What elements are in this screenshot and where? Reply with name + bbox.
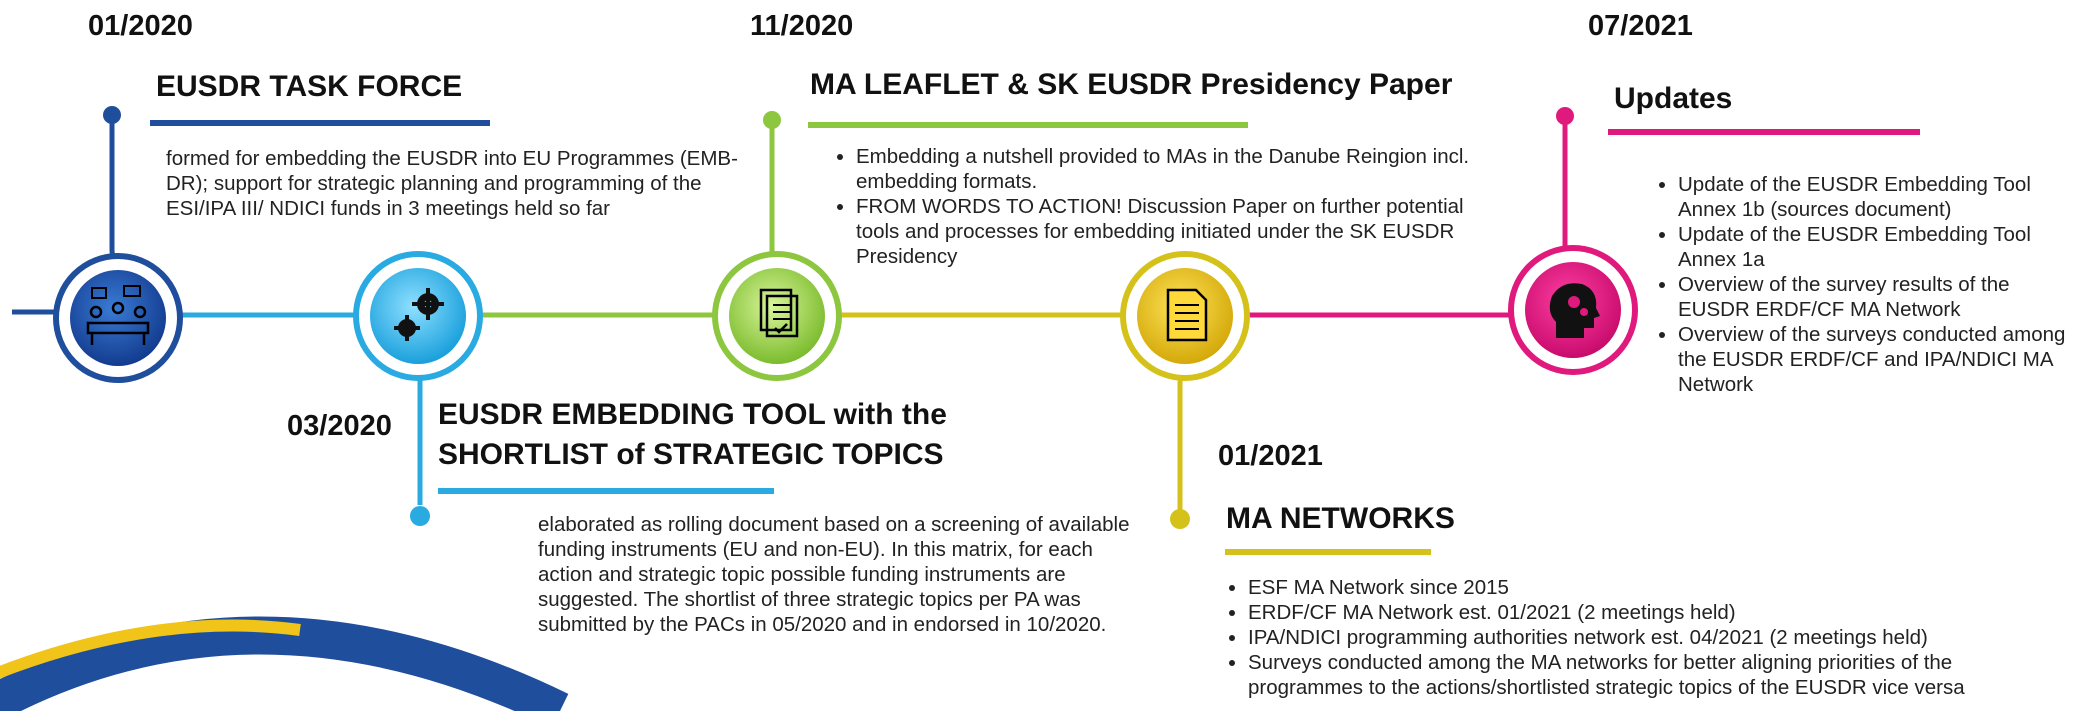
list-item: Overview of the surveys conducted among …	[1678, 322, 2078, 397]
milestone-bullet-list: Update of the EUSDR Embedding Tool Annex…	[1648, 172, 2078, 397]
milestone-title-line-2: SHORTLIST of STRATEGIC TOPICS	[438, 438, 944, 471]
milestone-text: formed for embedding the EUSDR into EU P…	[166, 147, 738, 220]
gears-icon	[353, 251, 483, 381]
milestone-title: MA NETWORKS	[1226, 502, 1455, 535]
date-label: 11/2020	[750, 10, 854, 42]
meeting-icon	[53, 253, 183, 383]
milestone-title-line-1: EUSDR EMBEDDING TOOL with the	[438, 398, 947, 431]
list-item: ERDF/CF MA Network est. 01/2021 (2 meeti…	[1248, 600, 2068, 625]
list-item: Overview of the survey results of the EU…	[1678, 272, 2078, 322]
date-label: 01/2021	[1218, 440, 1323, 472]
decor-arc-blue	[0, 616, 569, 711]
list-item: ESF MA Network since 2015	[1248, 575, 2068, 600]
milestone-text: elaborated as rolling document based on …	[538, 513, 1130, 636]
date-label: 03/2020	[287, 410, 392, 442]
milestone-title: EUSDR TASK FORCE	[156, 70, 463, 103]
head-gears-icon	[1508, 245, 1638, 375]
milestone-title: Updates	[1614, 82, 1733, 115]
checklist-icon	[712, 251, 842, 381]
list-item: IPA/NDICI programming authorities networ…	[1248, 625, 2068, 650]
list-item: FROM WORDS TO ACTION! Discussion Paper o…	[856, 194, 1506, 269]
document-icon	[1120, 251, 1250, 381]
list-item: Update of the EUSDR Embedding Tool Annex…	[1678, 222, 2078, 272]
date-label: 01/2020	[88, 10, 193, 42]
decor-arc-yellow	[0, 619, 301, 679]
date-label: 07/2021	[1588, 10, 1693, 42]
list-item: Embedding a nutshell provided to MAs in …	[856, 144, 1506, 194]
list-item: Update of the EUSDR Embedding Tool Annex…	[1678, 172, 2078, 222]
milestone-title: MA LEAFLET & SK EUSDR Presidency Paper	[810, 68, 1453, 101]
milestone-bullet-list: Embedding a nutshell provided to MAs in …	[826, 144, 1506, 269]
milestone-bullet-list: ESF MA Network since 2015 ERDF/CF MA Net…	[1218, 575, 2068, 700]
list-item: Surveys conducted among the MA networks …	[1248, 650, 2068, 700]
